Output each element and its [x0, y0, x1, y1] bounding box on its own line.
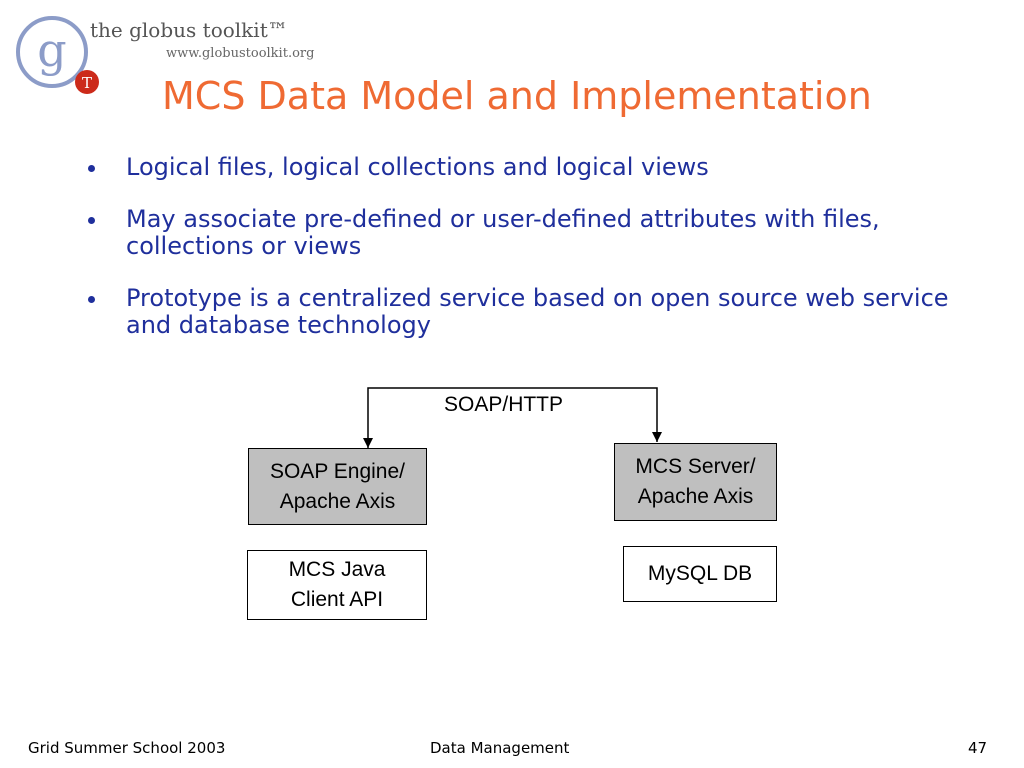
footer-event: Grid Summer School 2003 [28, 739, 226, 757]
bullet-item: Prototype is a centralized service based… [82, 285, 962, 339]
mcs-server-box: MCS Server/ Apache Axis [614, 443, 777, 521]
globus-logo: g T the globus toolkit™ www.globustoolki… [14, 12, 324, 98]
page-number: 47 [968, 739, 988, 757]
logo-name: the globus toolkit™ [90, 18, 288, 42]
mcs-java-client-box: MCS Java Client API [247, 550, 427, 620]
bullet-dot-icon [88, 217, 95, 224]
slide-title: MCS Data Model and Implementation [162, 74, 872, 118]
soap-engine-box: SOAP Engine/ Apache Axis [248, 448, 427, 525]
bullet-item: Logical files, logical collections and l… [82, 154, 962, 181]
arrow-down-icon [363, 438, 373, 448]
bullet-dot-icon [88, 296, 95, 303]
logo-glyph: g [37, 23, 66, 77]
footer-topic: Data Management [430, 739, 570, 757]
bullet-text: Logical files, logical collections and l… [126, 153, 709, 181]
bullet-text: May associate pre-defined or user-define… [126, 205, 880, 260]
arrow-down-icon [652, 432, 662, 442]
bullet-list: Logical files, logical collections and l… [82, 154, 962, 364]
logo-badge-letter: T [82, 74, 92, 92]
globus-logo-mark: g T [16, 16, 99, 94]
soap-http-label: SOAP/HTTP [444, 393, 564, 416]
bullet-text: Prototype is a centralized service based… [126, 284, 949, 339]
bullet-item: May associate pre-defined or user-define… [82, 206, 962, 260]
logo-url: www.globustoolkit.org [166, 46, 315, 61]
bullet-dot-icon [88, 165, 95, 172]
mysql-db-box: MySQL DB [623, 546, 777, 602]
